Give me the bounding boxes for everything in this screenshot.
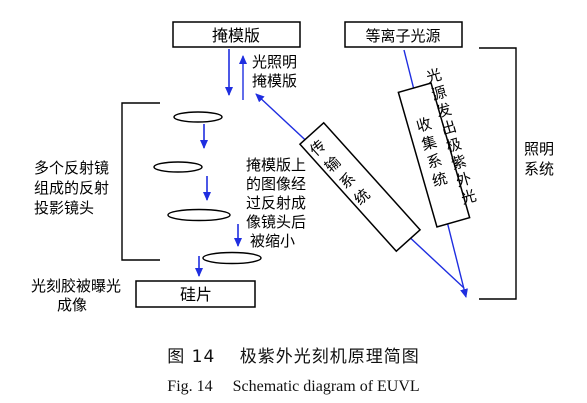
illumination-label-2: 系统 bbox=[524, 160, 554, 178]
source-box bbox=[344, 21, 463, 48]
collector-char: 统 bbox=[430, 169, 449, 190]
collector-char: 集 bbox=[420, 133, 439, 154]
source-emit-char: 紫 bbox=[449, 152, 468, 173]
light-mask-label-1: 光照明 bbox=[252, 53, 297, 71]
figure-caption-en: Fig. 14 Schematic diagram of EUVL bbox=[167, 378, 420, 395]
source-box-label: 等离子光源 bbox=[365, 27, 440, 45]
source-emit-char: 发 bbox=[434, 100, 453, 121]
shrink-label-4: 像镜头后 bbox=[246, 213, 306, 231]
wafer-box bbox=[135, 280, 256, 308]
mirrors-bracket bbox=[121, 102, 160, 261]
collector-char: 系 bbox=[425, 151, 444, 172]
light-mask-label-2: 掩模版 bbox=[252, 72, 297, 90]
collector-box bbox=[397, 82, 471, 228]
wafer-box-label: 硅片 bbox=[180, 285, 212, 304]
photoresist-label-1: 光刻胶被曝光 bbox=[31, 277, 121, 295]
source-emit-char: 源 bbox=[429, 83, 448, 104]
illumination-bracket bbox=[479, 47, 517, 300]
source-emit-char: 光 bbox=[424, 65, 443, 86]
illumination-label-1: 照明 bbox=[524, 140, 554, 158]
source-emit-char: 极 bbox=[444, 134, 463, 155]
source-emit-char: 出 bbox=[439, 117, 458, 138]
figure-caption-zh: 图 14 极紫外光刻机原理简图 bbox=[167, 347, 420, 367]
mirrors-label-3: 投影镜头 bbox=[34, 199, 94, 217]
photoresist-label-2: 成像 bbox=[57, 296, 87, 314]
mirror-3 bbox=[167, 208, 231, 222]
mask-box-label: 掩模版 bbox=[212, 26, 260, 45]
collector-char: 收 bbox=[414, 114, 433, 135]
mirrors-label-2: 组成的反射 bbox=[34, 179, 109, 197]
mirror-4 bbox=[202, 251, 262, 265]
shrink-label-5: 被缩小 bbox=[250, 232, 295, 250]
shrink-label-3: 过反射成 bbox=[246, 194, 306, 212]
source-emit-char: 外 bbox=[454, 169, 473, 190]
shrink-label-2: 的图像经 bbox=[246, 175, 306, 193]
shrink-label-1: 掩模版上 bbox=[246, 156, 306, 174]
mirror-1 bbox=[173, 111, 223, 123]
transport-box bbox=[298, 121, 422, 253]
mask-box bbox=[172, 21, 301, 48]
mirrors-label-1: 多个反射镜 bbox=[34, 159, 109, 177]
mirror-2 bbox=[153, 161, 203, 173]
source-emit-char: 光 bbox=[459, 186, 478, 207]
